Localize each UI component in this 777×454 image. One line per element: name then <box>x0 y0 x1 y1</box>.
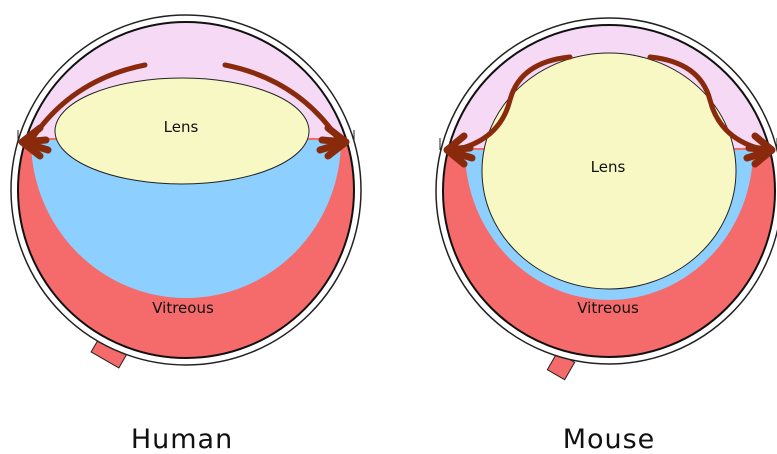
human-eye: Lens Vitreous <box>0 0 380 378</box>
mouse-lens-label: Lens <box>591 158 626 176</box>
human-lens-label: Lens <box>164 118 199 136</box>
human-caption: Human <box>131 424 233 454</box>
mouse-caption: Mouse <box>563 424 656 454</box>
human-vitreous-label: Vitreous <box>152 299 214 317</box>
mouse-vitreous-label: Vitreous <box>577 299 639 317</box>
mouse-eye: Lens Vitreous <box>430 0 777 388</box>
